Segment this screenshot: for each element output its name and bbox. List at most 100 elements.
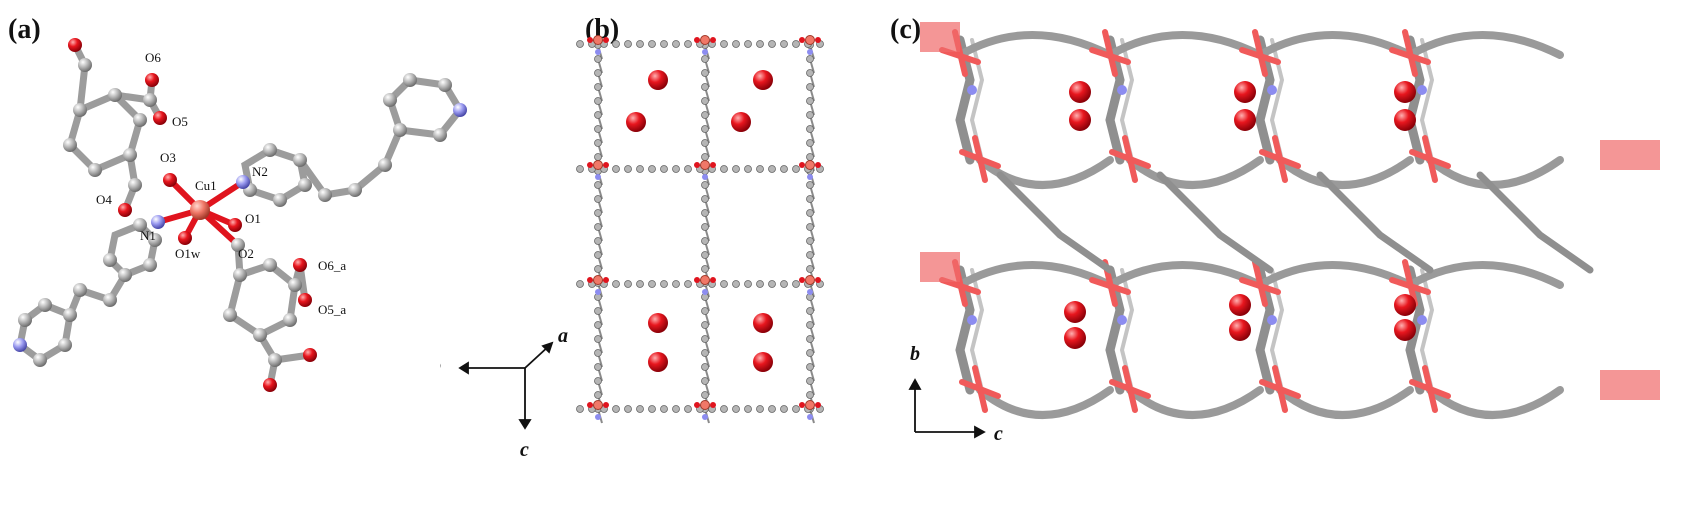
panel-c-stick	[976, 386, 1114, 419]
panel-b-carbon	[806, 307, 814, 315]
panel-b: (b) b a c	[440, 0, 910, 505]
panel-b-carbon	[744, 280, 752, 288]
panel-b-oxygen	[587, 37, 593, 43]
panel-b-nitrogen	[702, 414, 708, 420]
panel-c-metal-node	[1239, 29, 1281, 77]
panel-b-carbon	[594, 209, 602, 217]
panel-b-carbon	[720, 165, 728, 173]
panel-b-carbon	[636, 165, 644, 173]
panel-b-carbon	[701, 181, 709, 189]
panel-b-carbon	[594, 195, 602, 203]
panel-b-carbon	[594, 349, 602, 357]
panel-b-carbon	[672, 280, 680, 288]
panel-c-metal-node	[1389, 29, 1431, 77]
panel-b-carbon	[806, 265, 814, 273]
label-O3: O3	[160, 150, 176, 165]
panel-c-stick	[1126, 156, 1264, 189]
panel-c-metal-node	[959, 135, 1001, 183]
panel-b-carbon	[672, 40, 680, 48]
panel-b-copper	[805, 160, 815, 170]
panel-c-water-oxygen	[1234, 109, 1256, 131]
panel-b-carbon	[701, 391, 709, 399]
label-O1w: O1w	[175, 246, 201, 261]
panel-b-carbon	[806, 55, 814, 63]
panel-a: (a)	[0, 0, 500, 505]
panel-b-carbon	[701, 251, 709, 259]
panel-b-carbon	[806, 335, 814, 343]
panel-c-stick	[1156, 171, 1274, 274]
panel-b-oxygen	[603, 162, 609, 168]
panel-c-stick	[1106, 31, 1264, 59]
panel-b-copper	[700, 275, 710, 285]
panel-b-carbon	[648, 40, 656, 48]
panel-b-nitrogen	[807, 289, 813, 295]
panel-b-carbon	[612, 280, 620, 288]
panel-b-carbon	[648, 280, 656, 288]
panel-b-water-oxygen	[648, 313, 668, 333]
panel-b-carbon	[806, 111, 814, 119]
panel-b-carbon	[806, 363, 814, 371]
panel-b-oxygen	[603, 277, 609, 283]
label-O5_a: O5_a	[318, 302, 346, 317]
panel-b-carbon	[756, 165, 764, 173]
panel-c-water-oxygen	[1394, 109, 1416, 131]
panel-b-carbon	[594, 83, 602, 91]
panel-b-carbon	[792, 405, 800, 413]
panel-b-carbon	[576, 40, 584, 48]
panel-c-water-oxygen	[1064, 301, 1086, 323]
panel-c-stick	[1476, 171, 1594, 274]
panel-b-carbon	[612, 405, 620, 413]
panel-b-carbon	[744, 165, 752, 173]
panel-b-water-oxygen	[648, 70, 668, 90]
panel-c-metal-node	[1109, 135, 1151, 183]
panel-b-oxygen	[587, 162, 593, 168]
label-N1: N1	[140, 228, 156, 243]
panel-b-carbon	[636, 280, 644, 288]
panel-b-carbon	[594, 363, 602, 371]
panel-b-carbon	[806, 223, 814, 231]
panel-b-carbon	[756, 405, 764, 413]
axis-label-a: a	[558, 325, 568, 347]
panel-b-carbon	[806, 237, 814, 245]
panel-c-metal-node	[1259, 135, 1301, 183]
panel-c-stick	[996, 171, 1114, 274]
panel-b-oxygen	[603, 402, 609, 408]
panel-b-carbon	[594, 265, 602, 273]
panel-b-carbon	[701, 69, 709, 77]
panel-b-carbon	[768, 40, 776, 48]
panel-b-carbon	[806, 391, 814, 399]
panel-b-carbon	[792, 280, 800, 288]
panel-b-copper	[700, 160, 710, 170]
panel-b-oxygen	[799, 402, 805, 408]
panel-b-carbon	[806, 83, 814, 91]
panel-b-carbon	[684, 165, 692, 173]
panel-b-oxygen	[603, 37, 609, 43]
panel-c-water-molecules	[1064, 81, 1416, 349]
panel-b-carbon	[594, 139, 602, 147]
panel-c-stick	[1106, 261, 1264, 289]
panel-c-metal-node	[1239, 259, 1281, 307]
panel-b-carbon	[744, 405, 752, 413]
label-O1: O1	[245, 211, 261, 226]
panel-b-carbon	[780, 40, 788, 48]
panel-b-oxygen	[694, 277, 700, 283]
panel-b-carbon	[806, 181, 814, 189]
panel-b-copper	[593, 160, 603, 170]
panel-a-nitrogen-atoms	[13, 103, 467, 352]
panel-b-carbon	[701, 209, 709, 217]
panel-b-water-oxygen	[626, 112, 646, 132]
panel-b-oxygen	[799, 37, 805, 43]
panel-b-carbon	[792, 165, 800, 173]
panel-b-carbon	[648, 165, 656, 173]
label-O2: O2	[238, 246, 254, 261]
panel-b-nitrogen	[595, 289, 601, 295]
panel-b-nitrogen	[595, 414, 601, 420]
panel-c-stick	[1126, 386, 1264, 419]
panel-b-carbon	[701, 307, 709, 315]
panel-c-metal-node	[920, 252, 960, 282]
panel-b-copper	[593, 35, 603, 45]
panel-b-carbon	[768, 165, 776, 173]
panel-b-oxygen	[694, 402, 700, 408]
panel-b-carbon	[624, 40, 632, 48]
panel-c-stick	[1406, 31, 1564, 59]
